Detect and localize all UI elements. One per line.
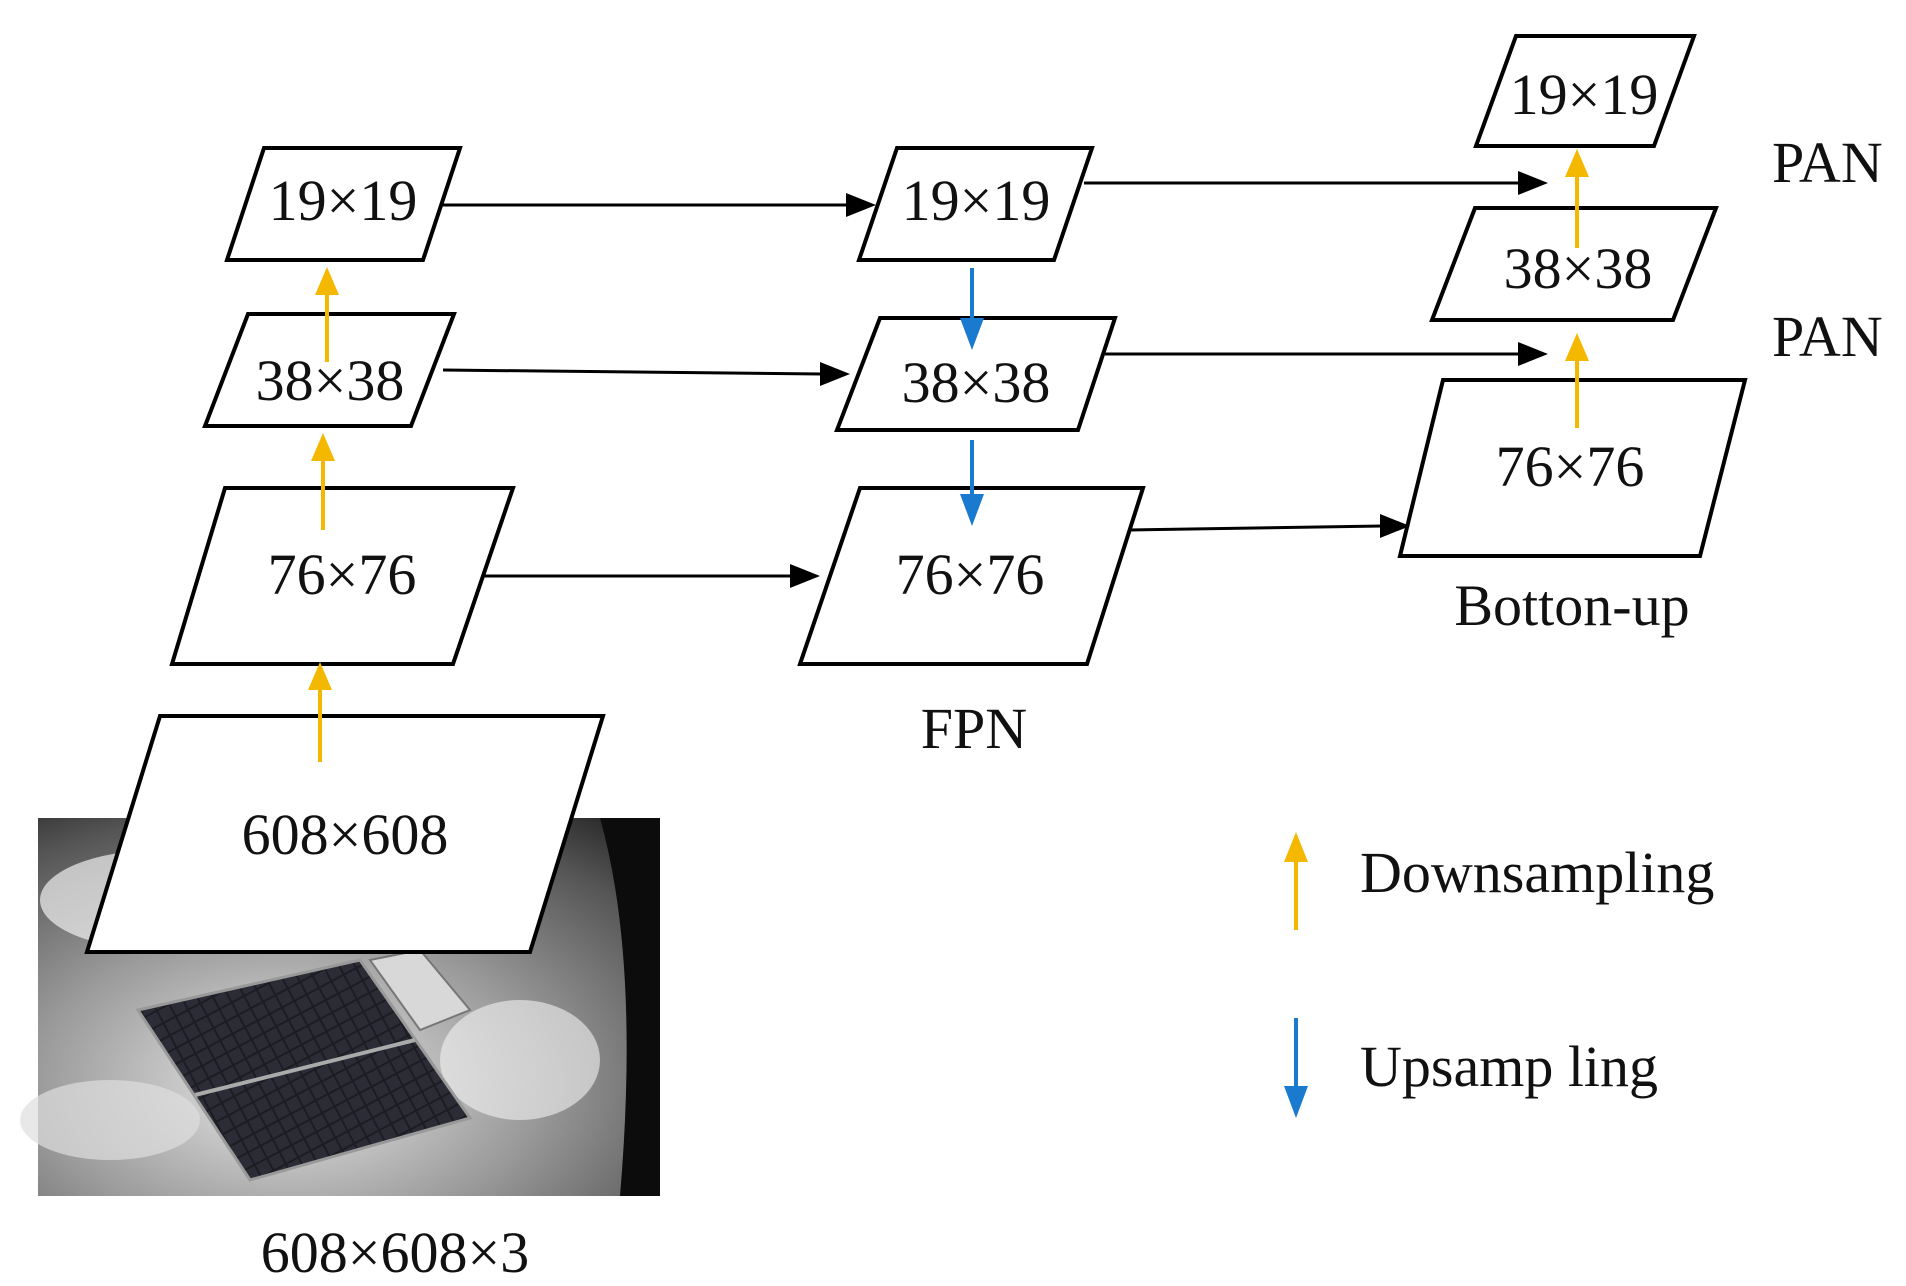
pan-76-box: 76×76 xyxy=(1397,378,1748,558)
legend-upsampling-arrow-icon xyxy=(1284,1018,1308,1118)
backbone-input-box: 608×608 xyxy=(84,714,606,954)
pan-downsample-arrows xyxy=(1565,149,1589,428)
fpn-caption: FPN xyxy=(921,696,1027,761)
pan-76-label: 76×76 xyxy=(1496,434,1645,499)
fpn-38-box: 38×38 xyxy=(834,316,1118,432)
pan-38-box: 38×38 xyxy=(1429,206,1719,322)
backbone-19-box: 19×19 xyxy=(224,146,463,262)
pan-19-label: 19×19 xyxy=(1510,62,1659,127)
backbone-downsample-arrows xyxy=(308,267,339,762)
backbone-76-box: 76×76 xyxy=(169,486,516,666)
fpn-19-label: 19×19 xyxy=(902,168,1051,233)
backbone-38-box: 38×38 xyxy=(202,312,457,428)
fpn-19-box: 19×19 xyxy=(856,146,1095,262)
lateral-connections xyxy=(442,171,1548,588)
pan-label-top: PAN xyxy=(1772,130,1883,195)
input-size-label: 608×608×3 xyxy=(261,1220,529,1285)
fpn-76-box: 76×76 xyxy=(797,486,1146,666)
pan-19-box: 19×19 xyxy=(1473,34,1697,148)
pan-label-mid: PAN xyxy=(1772,304,1883,369)
legend-downsampling-arrow-icon xyxy=(1284,832,1308,930)
fpn-38-label: 38×38 xyxy=(902,350,1051,415)
backbone-76-label: 76×76 xyxy=(268,542,417,607)
fpn-upsample-arrows xyxy=(960,268,984,526)
fpn-76-label: 76×76 xyxy=(896,542,1045,607)
legend-upsampling-label: Upsamp ling xyxy=(1360,1034,1658,1099)
legend-downsampling-label: Downsampling xyxy=(1360,840,1714,905)
pan-caption: Botton-up xyxy=(1454,573,1689,638)
legend: Downsampling Upsamp ling xyxy=(1284,832,1714,1118)
backbone-input-label: 608×608 xyxy=(242,802,449,867)
backbone-19-label: 19×19 xyxy=(269,168,418,233)
backbone-38-label: 38×38 xyxy=(256,348,405,413)
